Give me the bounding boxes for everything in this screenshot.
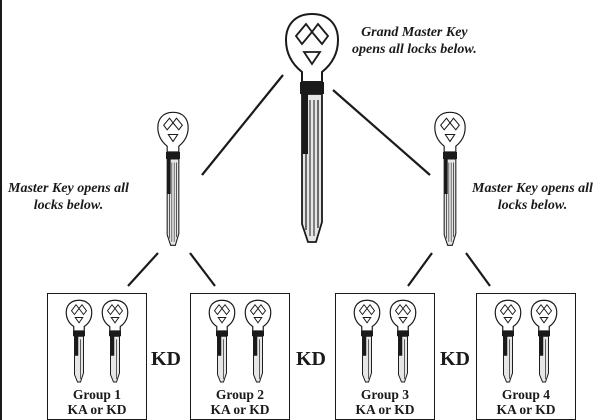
master-right-caption-line1: Master Key opens all	[472, 181, 593, 196]
group-4-key-a-icon	[494, 299, 522, 383]
group-3-caption: Group 3 KA or KD	[336, 387, 434, 417]
master-left-caption: Master Key opens all locks below.	[8, 180, 129, 214]
connector-mr-g4	[465, 252, 491, 287]
grand-master-caption-line1: Grand Master Key	[361, 25, 468, 40]
group-box-2: Group 2 KA or KD	[190, 293, 290, 420]
master-right-caption-line2: locks below.	[497, 198, 568, 213]
group-4-caption: Group 4 KA or KD	[477, 387, 575, 417]
grand-master-caption-line2: opens all locks below.	[352, 42, 477, 57]
grand-master-caption: Grand Master Key opens all locks below.	[352, 24, 477, 58]
connector-mr-g3	[407, 252, 433, 287]
connector-ml-g1	[127, 252, 159, 287]
master-key-right-icon	[433, 111, 467, 247]
master-left-caption-line1: Master Key opens all	[8, 181, 129, 196]
group-2-key-a-icon	[208, 299, 236, 383]
group-4-mode: KA or KD	[496, 402, 556, 417]
group-box-1: Group 1 KA or KD	[47, 293, 147, 420]
group-1-key-a-icon	[65, 299, 93, 383]
group-3-key-b-icon	[389, 299, 417, 383]
group-2-name: Group 2	[215, 387, 265, 402]
group-1-keys	[65, 299, 129, 383]
group-1-caption: Group 1 KA or KD	[48, 387, 146, 417]
group-2-keys	[208, 299, 272, 383]
group-2-caption: Group 2 KA or KD	[191, 387, 289, 417]
group-3-keys	[353, 299, 417, 383]
group-1-mode: KA or KD	[67, 402, 127, 417]
connector-gm-right	[332, 89, 431, 176]
group-2-key-b-icon	[244, 299, 272, 383]
kd-separator-3: KD	[440, 348, 470, 370]
group-1-key-b-icon	[101, 299, 129, 383]
group-4-keys	[494, 299, 558, 383]
group-box-3: Group 3 KA or KD	[335, 293, 435, 420]
master-right-caption: Master Key opens all locks below.	[472, 180, 593, 214]
group-box-4: Group 4 KA or KD	[476, 293, 576, 420]
group-4-name: Group 4	[501, 387, 551, 402]
group-3-key-a-icon	[353, 299, 381, 383]
master-left-caption-line2: locks below.	[33, 198, 104, 213]
grand-master-key-icon	[285, 13, 339, 243]
connector-gm-left	[201, 74, 284, 176]
group-3-name: Group 3	[360, 387, 410, 402]
group-1-name: Group 1	[72, 387, 122, 402]
group-4-key-b-icon	[530, 299, 558, 383]
group-2-mode: KA or KD	[210, 402, 270, 417]
kd-separator-1: KD	[151, 348, 181, 370]
group-3-mode: KA or KD	[355, 402, 415, 417]
connector-ml-g2	[189, 252, 216, 287]
kd-separator-2: KD	[296, 348, 326, 370]
master-key-left-icon	[156, 111, 190, 247]
